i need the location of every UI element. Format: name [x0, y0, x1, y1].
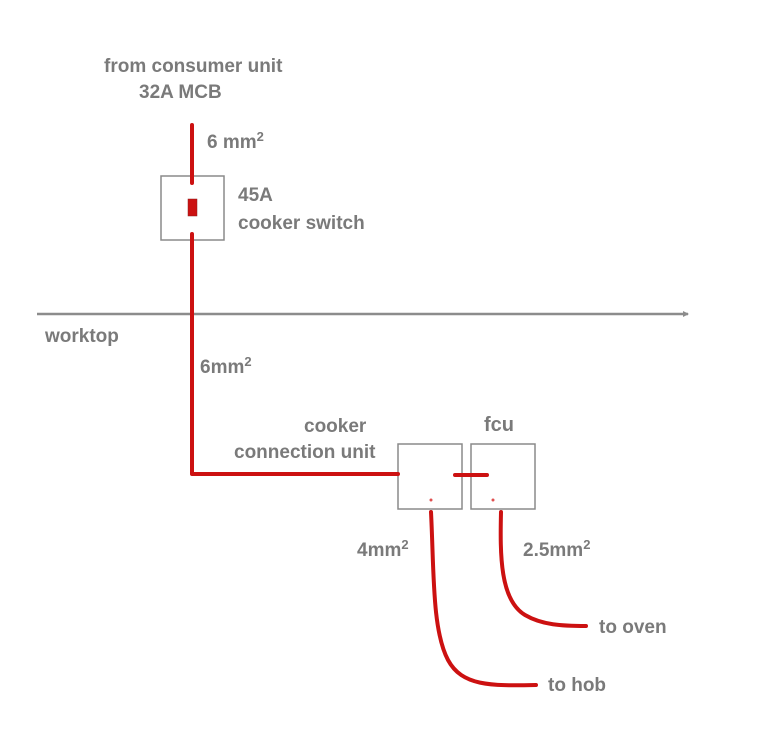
cable-to-hob — [429, 510, 538, 688]
supply-label-line1: from consumer unit — [104, 56, 283, 77]
cable-switch-to-ccu — [190, 232, 400, 476]
to-oven-label: to oven — [599, 617, 667, 638]
to-hob-label: to hob — [548, 675, 606, 696]
switch-label-line1: 45A — [238, 185, 273, 206]
fcu-label: fcu — [484, 414, 514, 436]
cable-to-oven — [498, 510, 588, 628]
cable-size-oven: 2.5mm2 — [523, 537, 590, 561]
supply-label-line2: 32A MCB — [139, 82, 222, 103]
ccu-label-line2: connection unit — [234, 442, 376, 463]
fcu-terminal-dot — [491, 498, 495, 502]
ccu-label-line1: cooker — [304, 416, 367, 437]
cooker-switch-rocker — [187, 198, 198, 217]
worktop-label: worktop — [44, 326, 119, 347]
cable-size-mid: 6mm2 — [200, 354, 252, 378]
cables — [190, 123, 588, 688]
cable-size-hob: 4mm2 — [357, 537, 409, 561]
ccu-terminal-dot — [429, 498, 433, 502]
switch-label-line2: cooker switch — [238, 213, 365, 234]
worktop-line-arrow — [683, 311, 689, 317]
cable-size-top: 6 mm2 — [207, 129, 264, 153]
